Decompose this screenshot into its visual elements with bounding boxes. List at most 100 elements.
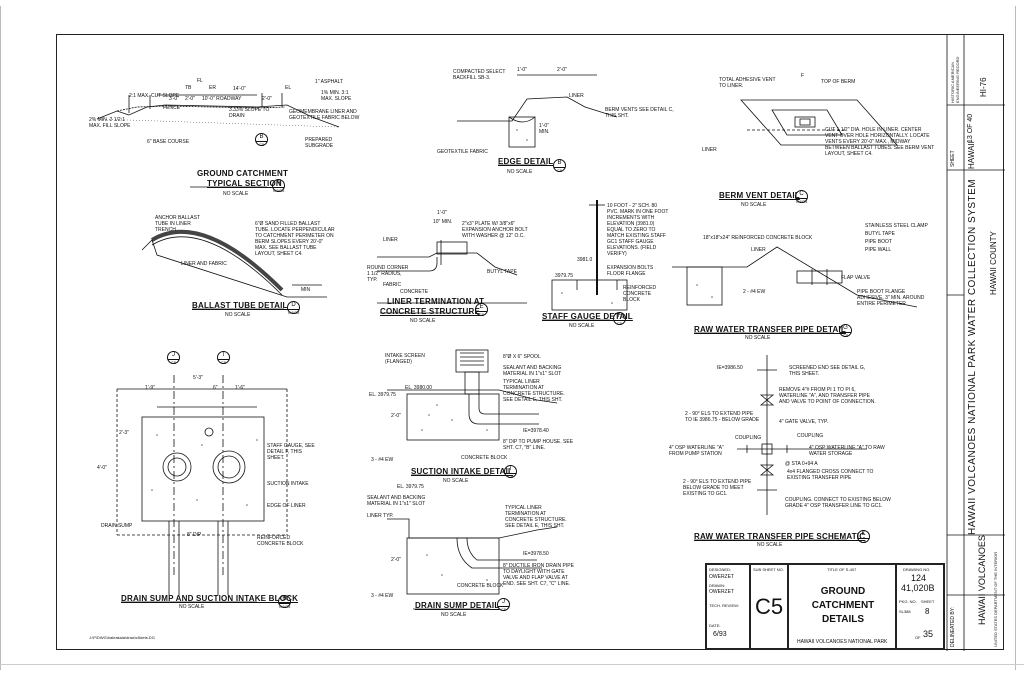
note: REINFORCED CONCRETE BLOCK [257,535,304,547]
note: 2 - #4 EW [743,289,766,295]
drawn-value: OWERZET [709,589,734,595]
note: 10 FOOT - 2" SCH. 80 PVC. MARK IN ONE FO… [607,203,669,257]
note: EXPANSION BOLTS FLOOR FLANGE [607,265,654,277]
note: 3.33% SLOPE TO DRAIN [229,107,270,119]
sub-sheet-label: SUB SHEET NO. [753,567,784,572]
designed-label: DESIGNED: [709,567,732,572]
detail-b-title: EDGE DETAIL [498,157,554,166]
page-outer-frame [0,6,1016,670]
note: PIPE WALL [865,247,892,253]
date-label: DATE: [709,623,721,628]
note: 6" BASE COURSE [147,139,190,145]
note: LINER [569,93,584,99]
note: FABRIC [383,282,402,288]
note: LINER TYP. [367,513,394,519]
detail-e-title: LINER TERMINATION AT [387,297,485,306]
note: GEOMEMBRANE LINER AND GEOTEXTILE FABRIC … [289,109,360,121]
detail-g-title: RAW WATER TRANSFER PIPE DETAIL [694,325,846,334]
note: 8" DUCTILE IRON DRAIN PIPE TO DAYLIGHT W… [503,563,574,587]
pkg-label: PKG. NO. [899,599,917,604]
note: 5'-3" [193,375,203,381]
note: TOP OF BERM [821,79,856,85]
note: 3981.0 [577,257,593,263]
detail-i-scale: NO SCALE [443,478,469,484]
sidebar-sheet-value: 13 OF 40 [967,113,974,143]
sidebar-county: HAWAII COUNTY [989,231,998,295]
note: TOTAL ADHESIVE VENT TO LINER. [719,77,776,89]
designed-value: OWERZET [709,574,734,580]
of-value: 35 [923,629,934,639]
detail-a-title: GROUND CATCHMENT [197,169,289,178]
note: 1'-0" [437,210,447,216]
note: 2'-0" [391,413,401,419]
note: 2 - 90° ELS TO EXTEND PIPE TO IE 3986.75… [685,411,760,423]
note: REINFORCED CONCRETE BLOCK [623,285,657,303]
detail-h-title: DRAIN SUMP AND SUCTION INTAKE BLOCK [121,594,299,603]
note: @ STA 0+94 A [785,461,818,467]
note: BERM VENTS SEE DETAIL C, THIS SHT. [605,107,674,119]
note: LINER [383,237,398,243]
tech-review-label: TECH. REVIEW: [709,603,739,608]
sidebar-sub-title: HAWAII VOLCANOES [977,535,987,625]
detail-e-title-2: CONCRETE STRUCTURE [380,307,481,316]
date-value: 6/93 [713,631,727,638]
of-label: OF [915,635,921,640]
note: FL [197,78,203,84]
drawing-sheet: 2:1 MAX. CUT SLOPE FL TB ER EL 14'-0" 3'… [56,34,1005,651]
note: LINER [702,147,717,153]
note: 4" GATE VALVE, TYP. [779,419,829,425]
sidebar-state: HAWAII [967,141,976,169]
note: COUPLING [797,433,824,439]
note: 2'-0" [185,96,195,102]
detail-c-title: BERM VENT DETAIL [719,191,800,200]
sheet-title: GROUND CATCHMENT DETAILS [811,586,875,625]
note: BUTYL TAPE [487,269,517,275]
note: 3 - #4 EW [371,593,394,599]
note: IE=3986.50 [717,365,743,371]
note: 8" DIP [187,532,202,538]
note: 18"x18"x24" REINFORCED CONCRETE BLOCK [703,235,813,241]
park-name: HAWAII VOLCANOES NATIONAL PARK [797,639,888,645]
note: 2'-0" [262,96,272,102]
note: 14'-0" [233,86,246,92]
note: ROUND CORNER 1 1/2" RADIUS, TYP. [367,265,409,283]
note: DRAIN SUMP [101,523,133,529]
note: 2:1 MAX. CUT SLOPE [129,93,180,99]
note: 8" DIP TO PUMP HOUSE. SEE SHT. C7, "B" L… [503,439,574,451]
note: EL. 3979.75 [397,484,424,490]
note: 3'-0" [169,96,179,102]
title-block-subsheet: SUB SHEET NO. C5 [750,564,788,650]
note: ER [209,85,216,91]
detail-a-scale: NO SCALE [223,191,249,197]
note: STAINLESS STEEL CLAMP [865,223,928,229]
note: GEOTEXTILE FABRIC [437,149,488,155]
note: 4" OSP WATERLINE "A" TO RAW WATER STORAG… [809,445,885,457]
drawing-no-1: 124 [911,573,927,583]
title-of-label: TITLE OF S-407 [827,567,857,572]
drawing-no-label: DRAWING NO. [903,567,931,572]
note: 3 - #4 EW [371,457,394,463]
title-block: DESIGNED: OWERZET DRAWN: OWERZET TECH. R… [705,563,945,650]
pkg-value: SL388 [899,609,911,614]
note: SCREENED END SEE DETAIL G, THIS SHEET. [789,365,866,377]
sidebar-office: UNITED STATES DEPARTMENT OF THE INTERIOR [993,551,998,647]
detail-h-scale: NO SCALE [179,604,205,610]
detail-k-title: RAW WATER TRANSFER PIPE SCHEMATIC [694,532,866,541]
note: CUT 1 1/2" DIA. HOLE IN LINER. CENTER VE… [825,127,935,157]
note: FENCE [163,105,180,111]
note: 1" ASPHALT [315,79,344,85]
detail-i-title: SUCTION INTAKE DETAIL [411,467,514,476]
note: 6"Ø SAND FILLED BALLAST TUBE. LOCATE PER… [255,221,335,257]
note: TB [185,85,192,91]
note: SEALANT AND BACKING MATERIAL IN 1"x1" SL… [367,495,426,507]
note: TYPICAL LINER TERMINATION AT CONCRETE ST… [503,379,565,403]
